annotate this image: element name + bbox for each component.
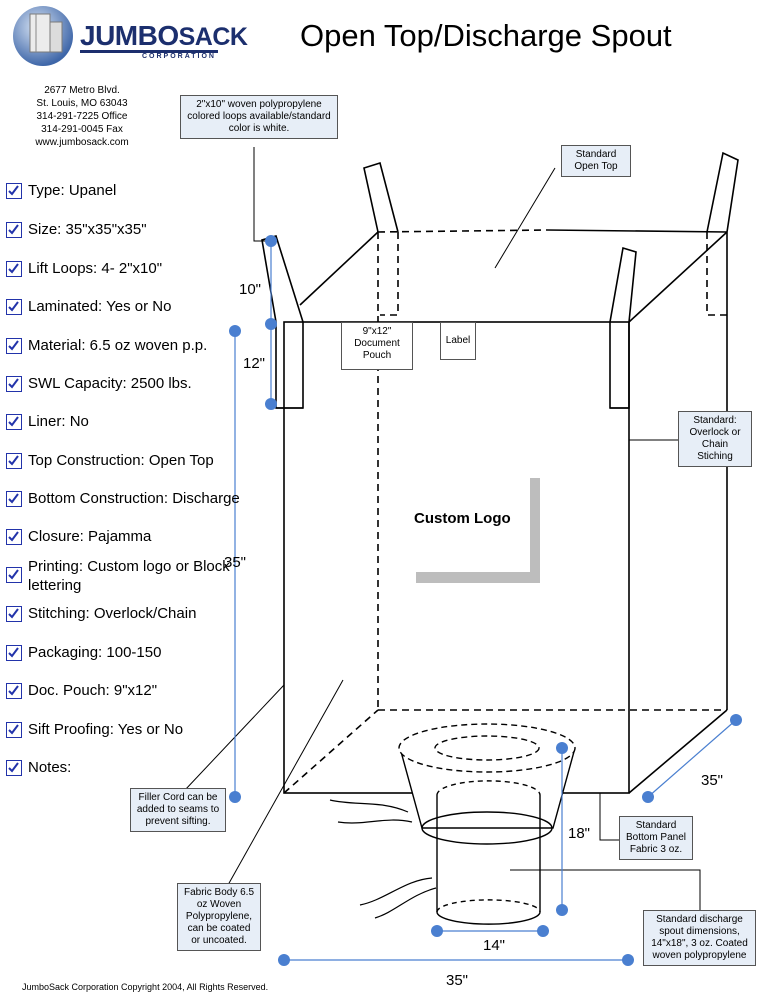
checkbox-checked-icon <box>6 760 22 776</box>
spout-tube <box>436 795 541 912</box>
brand-name: JUMBOSACK <box>80 20 248 52</box>
address-line: 2677 Metro Blvd. <box>44 85 120 96</box>
spec-text: Notes: <box>28 759 72 776</box>
spec-item: Laminated: Yes or No <box>6 297 171 316</box>
note-stitching: Standard: Overlock or Chain Stiching <box>678 411 752 467</box>
checkbox-checked-icon <box>6 645 22 661</box>
checkbox-checked-icon <box>6 414 22 430</box>
checkbox-checked-icon <box>6 376 22 392</box>
checkbox-checked-icon <box>6 491 22 507</box>
brand-name-bold: JUMBO <box>80 20 179 51</box>
spec-text: Liner: No <box>28 413 89 430</box>
spec-item: Printing: Custom logo or Block lettering <box>6 557 234 595</box>
checkbox-checked-icon <box>6 338 22 354</box>
spec-text: SWL Capacity: 2500 lbs. <box>28 375 192 392</box>
spec-text: Sift Proofing: Yes or No <box>28 721 184 738</box>
note-lift-loops: 2"x10" woven polypropylene colored loops… <box>180 95 338 139</box>
spec-item: Notes: <box>6 758 71 777</box>
dim-loop-height: 10" <box>239 281 262 298</box>
spec-text: Bottom Construction: Discharge <box>28 490 240 507</box>
spec-text: Type: Upanel <box>28 182 117 199</box>
loop-back-right <box>706 151 739 233</box>
spec-item: Packaging: 100-150 <box>6 643 161 662</box>
spec-item: Doc. Pouch: 9"x12" <box>6 681 157 700</box>
checkbox-checked-icon <box>6 529 22 545</box>
spec-item: SWL Capacity: 2500 lbs. <box>6 374 192 393</box>
document-pouch: 9"x12" Document Pouch <box>341 322 413 370</box>
spec-text: Doc. Pouch: 9"x12" <box>28 682 158 699</box>
spec-text: Packaging: 100-150 <box>28 644 162 661</box>
dim-bag-depth: 35" <box>701 772 724 789</box>
note-filler-cord: Filler Cord can be added to seams to pre… <box>130 788 226 832</box>
custom-logo-mark <box>416 478 540 583</box>
checkbox-checked-icon <box>6 606 22 622</box>
dim-spout-height: 18" <box>568 825 591 842</box>
checkbox-checked-icon <box>6 567 22 583</box>
page-title: Open Top/Discharge Spout <box>300 18 672 53</box>
note-fabric-body: Fabric Body 6.5 oz Woven Polypropylene, … <box>177 883 261 951</box>
address-website: www.jumbosack.com <box>35 137 129 148</box>
checkbox-checked-icon <box>6 183 22 199</box>
dim-loop-sewn: 12" <box>243 355 266 372</box>
spec-item: Stitching: Overlock/Chain <box>6 604 196 623</box>
spec-text: Material: 6.5 oz woven p.p. <box>28 337 208 354</box>
checkbox-checked-icon <box>6 222 22 238</box>
spec-text: Printing: Custom logo or Block lettering <box>28 558 230 594</box>
checkbox-checked-icon <box>6 299 22 315</box>
spec-text: Top Construction: Open Top <box>28 452 214 469</box>
note-bottom-panel: Standard Bottom Panel Fabric 3 oz. <box>619 816 693 860</box>
spec-text: Lift Loops: 4- 2"x10" <box>28 260 163 277</box>
spec-text: Stitching: Overlock/Chain <box>28 605 197 622</box>
note-open-top: Standard Open Top <box>561 145 631 177</box>
jumbosack-logo <box>6 4 220 66</box>
logo-globe-icon <box>13 6 218 66</box>
checkbox-checked-icon <box>6 261 22 277</box>
address-phone: 314-291-7225 Office <box>36 111 128 122</box>
company-address: 2677 Metro Blvd. St. Louis, MO 63043 314… <box>20 84 144 149</box>
spec-item: Type: Upanel <box>6 181 116 200</box>
bag-front-face <box>283 321 630 794</box>
spec-item: Lift Loops: 4- 2"x10" <box>6 259 162 278</box>
spec-item: Top Construction: Open Top <box>6 451 214 470</box>
spec-text: Closure: Pajamma <box>28 528 152 545</box>
dim-bag-height: 35" <box>224 554 247 571</box>
address-fax: 314-291-0045 Fax <box>41 124 123 135</box>
checkbox-checked-icon <box>6 722 22 738</box>
copyright: JumboSack Corporation Copyright 2004, Al… <box>22 982 269 992</box>
loop-front-right <box>609 246 637 409</box>
custom-logo-text: Custom Logo <box>414 510 511 527</box>
loop-back-left <box>363 161 399 233</box>
brand-sub: CORPORATION <box>142 53 216 60</box>
spec-item: Size: 35"x35"x35" <box>6 220 147 239</box>
brand-name-rest: SACK <box>178 23 248 51</box>
note-discharge-spout: Standard discharge spout dimensions, 14"… <box>643 910 756 966</box>
spec-item: Sift Proofing: Yes or No <box>6 720 183 739</box>
spec-item: Material: 6.5 oz woven p.p. <box>6 336 207 355</box>
spec-item: Liner: No <box>6 412 89 431</box>
address-line: St. Louis, MO 63043 <box>36 98 128 109</box>
label-box: Label <box>440 322 476 360</box>
spec-text: Size: 35"x35"x35" <box>28 221 147 238</box>
checkbox-checked-icon <box>6 453 22 469</box>
spec-item: Bottom Construction: Discharge <box>6 489 240 508</box>
dim-bag-width: 35" <box>446 972 469 989</box>
spec-item: Closure: Pajamma <box>6 527 151 546</box>
checkbox-checked-icon <box>6 683 22 699</box>
spec-text: Laminated: Yes or No <box>28 298 172 315</box>
dim-spout-width: 14" <box>483 937 506 954</box>
